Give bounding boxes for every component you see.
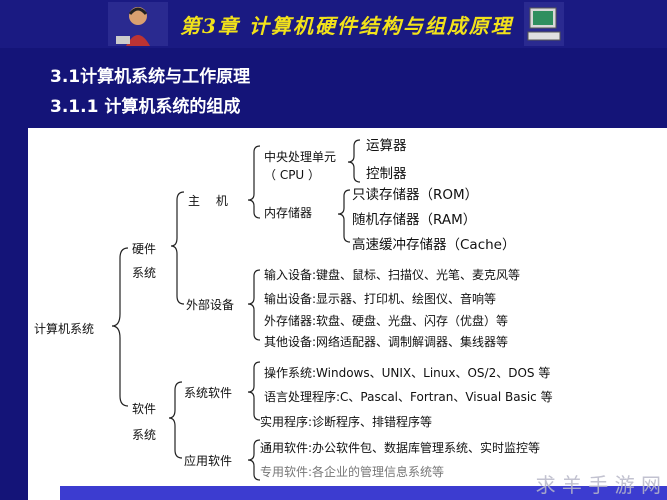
root-label: 计算机系统 <box>34 322 95 336</box>
watermark: 求 羊 手 游 网 <box>535 473 661 497</box>
brace-root <box>111 247 129 407</box>
special-software-item: 专用软件:各企业的管理信息系统等 <box>260 465 445 479</box>
peripherals-label: 外部设备 <box>186 298 235 312</box>
output-devices: 输出设备:显示器、打印机、绘图仪、音响等 <box>264 292 497 306</box>
bracket-lines <box>111 139 361 481</box>
system-software-label: 系统软件 <box>184 386 233 400</box>
computer-icon <box>524 2 564 46</box>
brace-peripherals <box>247 269 261 341</box>
brace-memory <box>337 189 351 243</box>
general-software-item: 通用软件:办公软件包、数据库管理系统、实时监控等 <box>260 441 541 455</box>
ram-label: 随机存储器（RAM） <box>352 212 477 228</box>
brace-cpu <box>347 139 361 183</box>
external-storage: 外存储器:软盘、硬盘、光盘、闪存（优盘）等 <box>264 314 509 328</box>
other-devices: 其他设备:网络适配器、调制解调器、集线器等 <box>264 335 509 349</box>
person-thinking-icon <box>108 2 168 46</box>
alu-label: 运算器 <box>366 138 407 154</box>
controller-label: 控制器 <box>366 166 407 182</box>
section-heading: 3.1计算机系统与工作原理 <box>50 67 251 87</box>
software-label-2: 系统 <box>132 428 157 442</box>
page-title: 第3章 计算机硬件结构与组成原理 <box>180 14 513 38</box>
brace-system-software <box>247 361 261 421</box>
hierarchy-diagram: 计算机系统 硬件 系统 主 机 中央处理单元 （ CPU ） 运算器 控制器 内… <box>28 128 667 500</box>
utility-item: 实用程序:诊断程序、排错程序等 <box>260 415 433 429</box>
software-label-1: 软件 <box>132 402 157 416</box>
brace-host <box>247 145 261 219</box>
input-devices: 输入设备:键盘、鼠标、扫描仪、光笔、麦克风等 <box>264 268 521 282</box>
rom-label: 只读存储器（ROM） <box>352 187 479 203</box>
language-item: 语言处理程序:C、Pascal、Fortran、Visual Basic 等 <box>264 390 553 404</box>
hardware-label-1: 硬件 <box>132 242 157 256</box>
brace-software <box>168 381 183 459</box>
subsection-heading: 3.1.1 计算机系统的组成 <box>50 97 241 117</box>
footer-strip <box>60 486 667 500</box>
os-item: 操作系统:Windows、UNIX、Linux、OS/2、DOS 等 <box>264 366 551 380</box>
brace-hardware <box>170 191 185 305</box>
cpu-label-2: （ CPU ） <box>264 168 321 182</box>
hardware-label-2: 系统 <box>132 266 157 280</box>
cpu-label-1: 中央处理单元 <box>264 150 337 164</box>
memory-label: 内存储器 <box>264 206 313 220</box>
brace-app-software <box>247 439 261 481</box>
cache-label: 高速缓冲存储器（Cache） <box>352 237 516 253</box>
app-software-label: 应用软件 <box>184 454 233 468</box>
slide-header: 第3章 计算机硬件结构与组成原理 <box>0 0 667 48</box>
host-label: 主 机 <box>188 194 228 208</box>
